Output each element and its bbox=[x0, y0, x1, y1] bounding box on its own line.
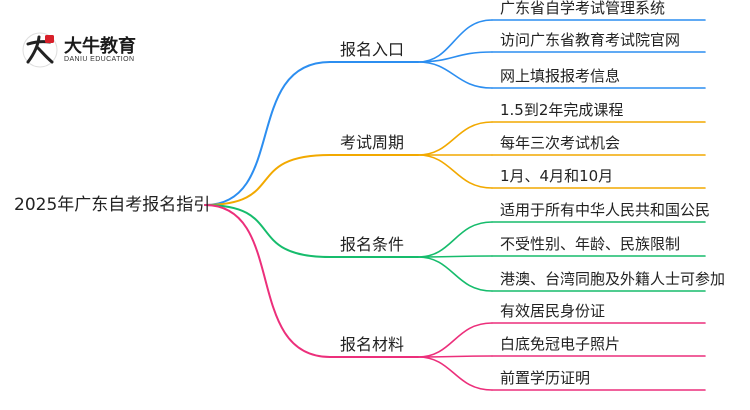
leaf-portal-website: 访问广东省教育考试院官网 bbox=[500, 31, 681, 49]
root-to-branch-connector-1 bbox=[204, 154, 331, 206]
branch-to-leaf-connector-2-1 bbox=[417, 255, 493, 258]
branch-to-leaf-connector-3-1 bbox=[417, 355, 493, 358]
leaf-materials-education-proof: 前置学历证明 bbox=[500, 369, 591, 387]
branch-to-leaf-connector-0-1 bbox=[417, 51, 493, 63]
root-topic: 2025年广东自考报名指引 bbox=[14, 195, 211, 215]
branch-to-leaf-connector-1-0 bbox=[417, 121, 493, 156]
branch-label-exam-cycle: 考试周期 bbox=[340, 133, 405, 152]
branch-to-leaf-connector-2-0 bbox=[417, 221, 493, 258]
root-to-branch-connector-3 bbox=[204, 204, 331, 358]
leaf-portal-online-form: 网上填报报考信息 bbox=[500, 67, 621, 85]
logo-name-cn: 大牛教育 bbox=[64, 36, 136, 57]
branch-to-leaf-connector-3-0 bbox=[417, 322, 493, 358]
leaf-materials-id-card: 有效居民身份证 bbox=[500, 302, 606, 320]
leaf-cycle-duration: 1.5到2年完成课程 bbox=[500, 101, 624, 119]
branch-to-leaf-connector-0-2 bbox=[417, 61, 493, 89]
leaf-portal-system: 广东省自学考试管理系统 bbox=[500, 0, 666, 17]
logo: 大牛教育 DANIU EDUCATION bbox=[22, 30, 172, 70]
branch-label-eligibility: 报名条件 bbox=[340, 235, 405, 254]
leaf-eligibility-citizens: 适用于所有中华人民共和国公民 bbox=[500, 201, 711, 219]
branch-label-registration-portal: 报名入口 bbox=[340, 40, 405, 59]
logo-mark-icon bbox=[22, 32, 58, 68]
leaf-cycle-months: 1月、4月和10月 bbox=[500, 167, 614, 185]
leaf-materials-photo: 白底免冠电子照片 bbox=[500, 335, 621, 353]
logo-name-en: DANIU EDUCATION bbox=[64, 56, 135, 63]
branch-label-materials: 报名材料 bbox=[340, 335, 405, 354]
branch-to-leaf-connector-3-2 bbox=[417, 356, 493, 391]
leaf-eligibility-no-limits: 不受性别、年龄、民族限制 bbox=[500, 235, 681, 253]
branch-to-leaf-connector-1-2 bbox=[417, 154, 493, 189]
leaf-eligibility-hk-tw-foreign: 港澳、台湾同胞及外籍人士可参加 bbox=[500, 270, 726, 288]
branch-to-leaf-connector-0-0 bbox=[417, 19, 493, 63]
leaf-cycle-frequency: 每年三次考试机会 bbox=[500, 134, 621, 152]
branch-to-leaf-connector-2-2 bbox=[417, 256, 493, 292]
root-to-branch-connector-2 bbox=[204, 204, 331, 258]
root-to-branch-connector-0 bbox=[204, 61, 331, 206]
